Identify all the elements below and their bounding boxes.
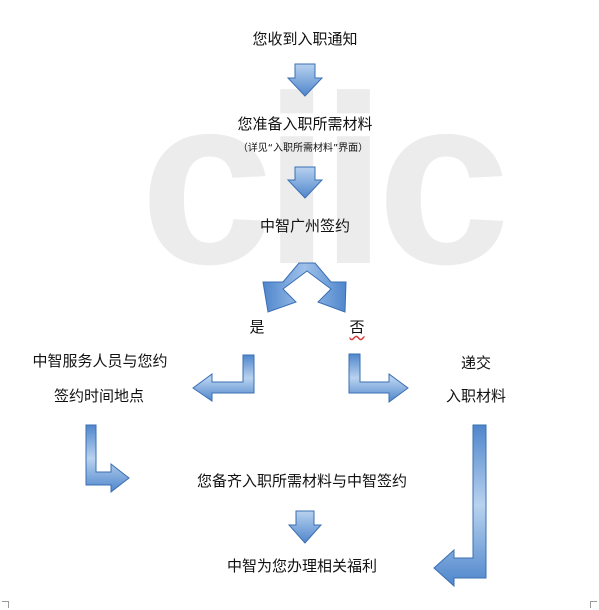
page-corner-mark-left: [2, 601, 9, 608]
prepare-node: 您准备入职所需材料: [237, 115, 373, 133]
down-arrow-1: [286, 63, 324, 97]
start-node: 您收到入职通知: [252, 30, 358, 48]
page-corner-mark-right: [590, 601, 597, 608]
complete-node: 您备齐入职所需材料与中智签约: [196, 472, 408, 490]
submit-node-line1: 递交: [460, 354, 492, 372]
down-arrow-3: [287, 510, 323, 544]
staff-node-line1: 中智服务人员与您约: [32, 352, 168, 370]
bent-arrow-no-to-submit: [348, 353, 409, 403]
split-chevron-arrow: [262, 262, 347, 313]
prepare-note: （详见“入职所需材料”界面）: [237, 143, 369, 154]
no-label: 否: [349, 318, 365, 336]
sign-node: 中智广州签约: [259, 217, 351, 235]
benefits-node: 中智为您办理相关福利: [226, 557, 378, 575]
yes-label: 是: [249, 318, 265, 336]
down-arrow-2: [286, 166, 324, 199]
submit-node-line2: 入职材料: [445, 387, 507, 405]
bent-arrow-staff-to-complete: [85, 424, 130, 494]
bent-arrow-submit-to-benefits: [433, 424, 487, 588]
staff-node-line2: 签约时间地点: [53, 387, 145, 405]
ciic-watermark: ciic: [140, 46, 510, 314]
bent-arrow-yes-to-staff: [192, 354, 255, 402]
